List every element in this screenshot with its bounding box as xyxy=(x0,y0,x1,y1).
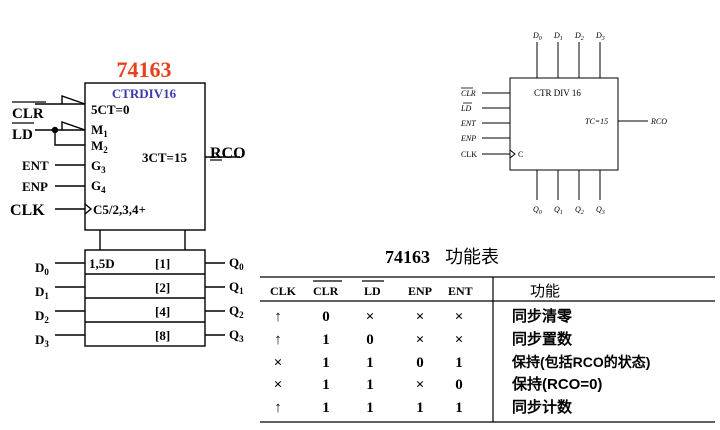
header-enp: ENP xyxy=(408,284,432,298)
weight-2: [2] xyxy=(155,280,170,295)
table-cell: × xyxy=(455,309,464,325)
weight-8: [8] xyxy=(155,328,170,343)
table-cell-function: 同步置数 xyxy=(512,330,573,348)
pin-ent-label: ENT xyxy=(22,158,49,173)
table-cell: 1 xyxy=(366,377,374,393)
pin-enp-label: ENP xyxy=(22,179,48,194)
table-cell: × xyxy=(455,332,464,348)
table-title-text: 功能表 xyxy=(445,247,499,267)
table-cell: × xyxy=(274,355,283,371)
pin-d1-top: D1 xyxy=(553,31,563,42)
header-clr: CLR xyxy=(313,284,339,298)
table-cell-function: 同步清零 xyxy=(512,307,573,325)
table-cell: ↑ xyxy=(274,332,282,348)
pin-q0-label: Q0 xyxy=(229,255,244,272)
label-3ct15: 3CT=15 xyxy=(142,150,187,165)
pin-q2-label: Q2 xyxy=(229,303,244,320)
pin-q3-label: Q3 xyxy=(229,327,244,344)
header-function: 功能 xyxy=(530,283,560,300)
label-g4: G4 xyxy=(91,178,106,195)
left-symbol-lines xyxy=(12,82,240,347)
label-c5: C5/2,3,4+ xyxy=(93,202,146,217)
table-cell-function: 同步计数 xyxy=(512,398,573,416)
table-cell: 1 xyxy=(322,332,330,348)
weight-4: [4] xyxy=(155,304,170,319)
weight-1: [1] xyxy=(155,256,170,271)
table-cell-function: 保持(RCO=0) xyxy=(511,375,602,393)
left-chip-subtitle: CTRDIV16 xyxy=(112,86,177,101)
table-cell-function: 保持(包括RCO的状态) xyxy=(511,354,650,370)
table-cell: 1 xyxy=(366,400,374,416)
table-cell: 0 xyxy=(322,309,330,325)
label-g3: G3 xyxy=(91,158,106,175)
pin-rco-right: RCO xyxy=(650,117,667,126)
pin-clk-right: CLK xyxy=(461,150,477,159)
pin-rco-label: RCO xyxy=(210,145,246,162)
label-m1: M1 xyxy=(91,122,108,139)
left-chip-title: 74163 xyxy=(117,57,172,82)
right-chip-title: CTR DIV 16 xyxy=(534,88,581,98)
pin-clr-right: CLR xyxy=(461,89,476,98)
tc-label: TC=15 xyxy=(585,117,608,126)
table-cell: ↑ xyxy=(274,400,282,416)
pin-q2-bottom: Q2 xyxy=(575,205,584,216)
table-cell: 1 xyxy=(322,355,330,371)
table-cell: 0 xyxy=(366,332,374,348)
pin-d1-label: D1 xyxy=(35,284,49,301)
pin-d0-label: D0 xyxy=(35,260,49,277)
label-m2: M2 xyxy=(91,138,108,155)
table-lines xyxy=(260,276,715,423)
pin-ld-label: LD xyxy=(12,127,33,143)
header-clk: CLK xyxy=(270,284,297,298)
pin-clr-label: CLR xyxy=(12,106,44,122)
table-cell: × xyxy=(416,332,425,348)
table-cell: × xyxy=(274,377,283,393)
data-header-label: 1,5D xyxy=(89,256,115,271)
table-cell: × xyxy=(416,309,425,325)
right-symbol-text: D0 D1 D2 D3 Q0 Q1 Q2 Q3 CLR LD ENT ENP C… xyxy=(460,31,667,216)
table-title-number: 74163 xyxy=(385,247,430,267)
right-symbol-lines xyxy=(461,42,648,200)
pin-d2-top: D2 xyxy=(574,31,584,42)
table-cell: 0 xyxy=(416,355,424,371)
pin-q1-bottom: Q1 xyxy=(554,205,563,216)
function-table-rows: ↑ 0 × × × 同步清零 ↑ 1 0 × × 同步置数 × 1 1 0 1 保持(包括RCO的状态) × 1 1 × 0… xyxy=(274,307,651,416)
table-cell: 1 xyxy=(322,377,330,393)
table-cell: 1 xyxy=(366,355,374,371)
table-cell: 1 xyxy=(416,400,424,416)
pin-d2-label: D2 xyxy=(35,308,49,325)
pin-q1-label: Q1 xyxy=(229,279,244,296)
table-cell: × xyxy=(416,377,425,393)
pin-q0-bottom: Q0 xyxy=(533,205,542,216)
table-cell: 1 xyxy=(455,355,463,371)
table-cell: 1 xyxy=(455,400,463,416)
pin-d0-top: D0 xyxy=(532,31,542,42)
header-ld: LD xyxy=(364,284,381,298)
pin-clk-label: CLK xyxy=(10,202,45,219)
pin-ent-right: ENT xyxy=(460,119,476,128)
table-cell: ↑ xyxy=(274,309,282,325)
pin-d3-top: D3 xyxy=(595,31,605,42)
table-cell: 0 xyxy=(455,377,463,393)
pin-ld-right: LD xyxy=(460,104,471,113)
pin-d3-label: D3 xyxy=(35,332,49,349)
label-5ct0: 5CT=0 xyxy=(91,102,129,117)
pin-q3-bottom: Q3 xyxy=(596,205,605,216)
header-ent: ENT xyxy=(448,284,473,298)
table-cell: 1 xyxy=(322,400,330,416)
pin-enp-right: ENP xyxy=(460,134,476,143)
table-cell: × xyxy=(366,309,375,325)
right-clock-label: C xyxy=(518,150,523,159)
